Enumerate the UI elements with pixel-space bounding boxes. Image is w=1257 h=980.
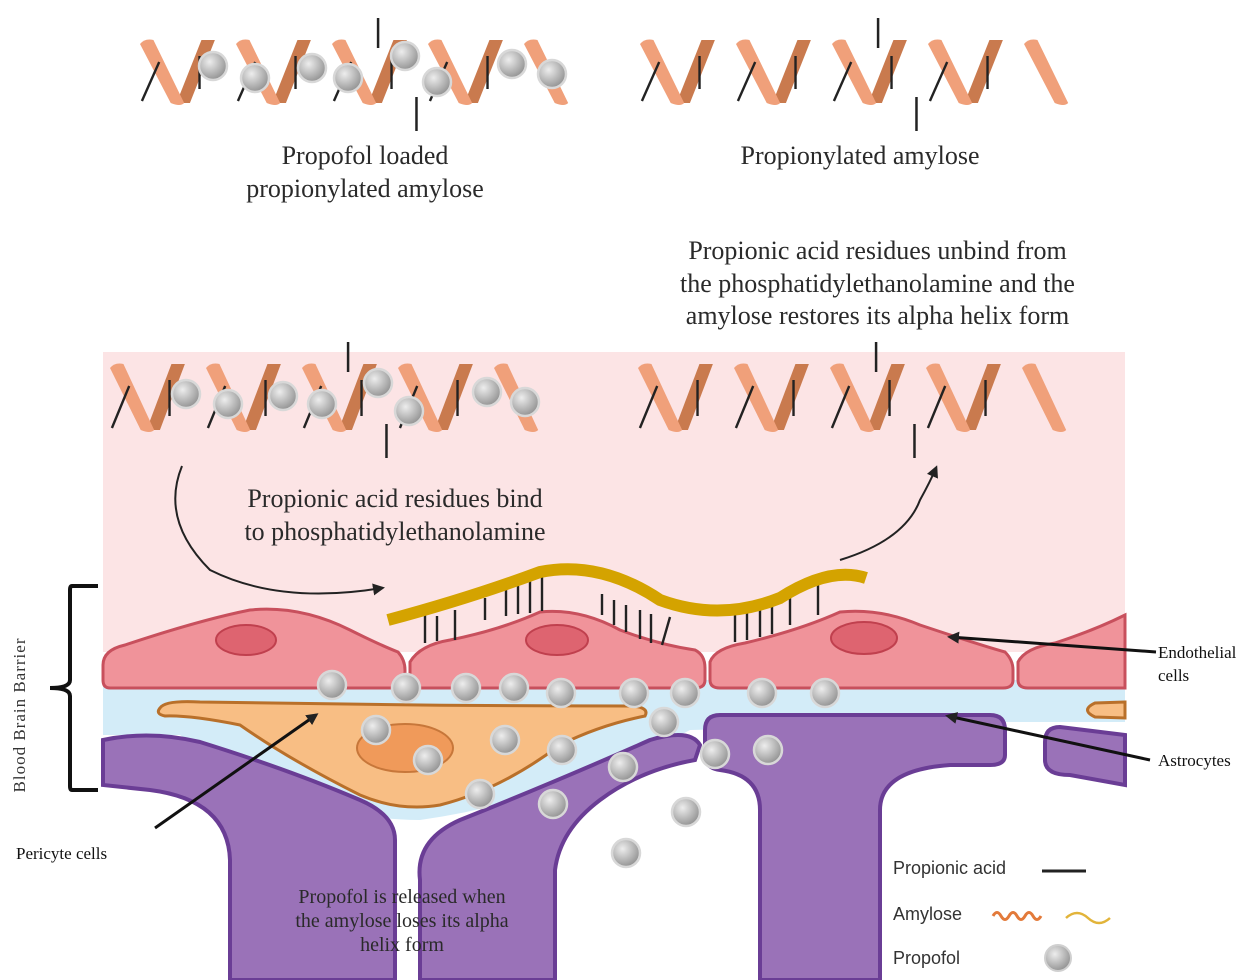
propofol-sphere <box>498 50 526 78</box>
propofol-sphere <box>423 68 451 96</box>
propofol-sphere <box>754 736 782 764</box>
legend-wave-gold-icon <box>1066 913 1110 923</box>
propofol-sphere <box>214 390 242 418</box>
propofol-sphere <box>466 780 494 808</box>
propofol-sphere <box>362 716 390 744</box>
helix-propionylated-top <box>640 18 1068 131</box>
propofol-sphere <box>612 839 640 867</box>
propofol-sphere <box>650 708 678 736</box>
propofol-sphere <box>548 736 576 764</box>
propofol-sphere <box>269 382 297 410</box>
propofol-sphere <box>172 380 200 408</box>
propofol-sphere <box>748 679 776 707</box>
propionic-acid-stick <box>834 62 851 101</box>
caption-release: Propofol is released when the amylose lo… <box>262 885 542 957</box>
propofol-sphere <box>511 388 539 416</box>
propofol-sphere <box>334 64 362 92</box>
legend-sphere-icon <box>1045 945 1071 971</box>
propofol-sphere <box>811 679 839 707</box>
label-astrocytes: Astrocytes <box>1158 750 1231 773</box>
propofol-sphere <box>672 798 700 826</box>
propionic-acid-stick <box>142 62 159 101</box>
propofol-sphere <box>609 753 637 781</box>
propofol-sphere <box>620 679 648 707</box>
label-endothelial: Endothelial cells <box>1158 642 1236 688</box>
propofol-sphere <box>392 674 420 702</box>
label-pericyte: Pericyte cells <box>16 843 107 866</box>
propionic-acid-stick <box>930 62 947 101</box>
propofol-sphere <box>395 397 423 425</box>
propofol-sphere <box>701 740 729 768</box>
propofol-sphere <box>473 378 501 406</box>
legend-label-propofol: Propofol <box>893 948 960 969</box>
legend-wave-red-icon <box>993 913 1041 920</box>
bbb-bracket <box>50 586 98 790</box>
propofol-sphere <box>241 64 269 92</box>
propofol-sphere <box>318 671 346 699</box>
propofol-sphere <box>298 54 326 82</box>
propofol-sphere <box>671 679 699 707</box>
propofol-sphere <box>364 369 392 397</box>
helix-front-strand <box>1024 40 1068 106</box>
propofol-sphere <box>547 679 575 707</box>
propofol-sphere <box>539 790 567 818</box>
label-blood-brain-barrier: Blood Brain Barrier <box>10 625 30 805</box>
legend-label-propionic: Propionic acid <box>893 858 1006 879</box>
caption-unbind: Propionic acid residues unbind from the … <box>620 235 1135 333</box>
caption-bind: Propionic acid residues bind to phosphat… <box>200 483 590 548</box>
propofol-sphere <box>308 390 336 418</box>
propofol-sphere <box>391 42 419 70</box>
caption-loaded-helix: Propofol loaded propionylated amylose <box>190 140 540 205</box>
legend-label-amylose: Amylose <box>893 904 962 925</box>
propionic-acid-stick <box>738 62 755 101</box>
caption-propionylated-helix: Propionylated amylose <box>700 140 1020 173</box>
propionic-acid-stick <box>642 62 659 101</box>
propofol-sphere <box>538 60 566 88</box>
propofol-sphere <box>199 52 227 80</box>
propofol-sphere <box>414 746 442 774</box>
propofol-sphere <box>500 674 528 702</box>
propofol-sphere <box>452 674 480 702</box>
propofol-sphere <box>491 726 519 754</box>
